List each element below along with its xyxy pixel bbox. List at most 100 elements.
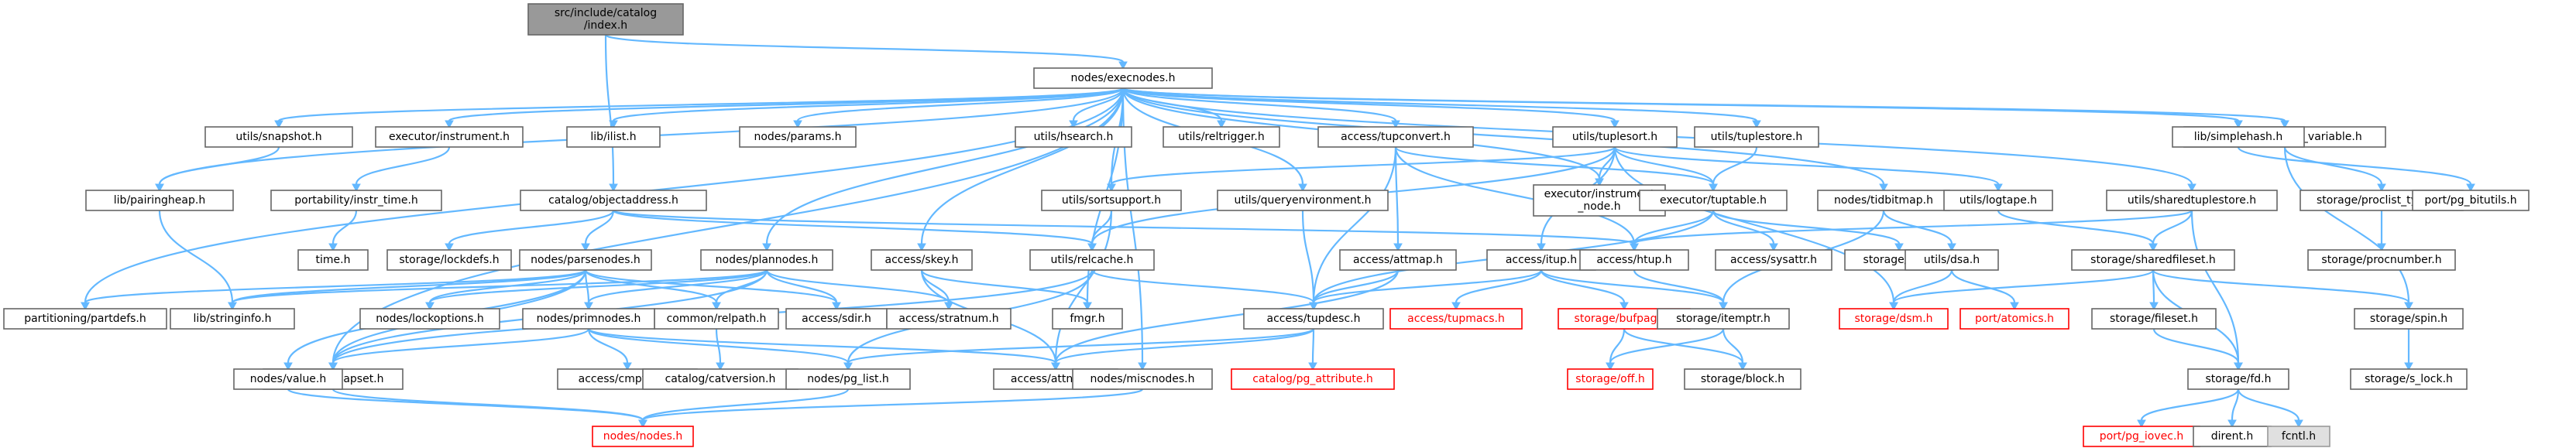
node-box	[1817, 190, 1950, 211]
node-off[interactable]: storage/off.h	[1567, 368, 1654, 390]
node-stratnum[interactable]: access/stratnum.h	[886, 308, 1012, 330]
node-queryenv[interactable]: utils/queryenvironment.h	[1217, 190, 1389, 211]
edge-arrowhead-dsa-to-atomics	[2010, 302, 2019, 311]
node-label: utils/snapshot.h	[235, 131, 321, 143]
node-tuplesort[interactable]: utils/tuplesort.h	[1552, 126, 1678, 148]
edge-arrowhead-execnodes-to-params	[793, 120, 802, 129]
node-pg-iovec[interactable]: port/pg_iovec.h	[2083, 426, 2200, 447]
node-params[interactable]: nodes/params.h	[739, 126, 857, 148]
node-pg-list[interactable]: nodes/pg_list.h	[785, 368, 911, 390]
node-skey[interactable]: access/skey.h	[871, 249, 973, 271]
node-logtape[interactable]: utils/logtape.h	[1943, 190, 2053, 211]
node-label: storage/s_lock.h	[2365, 373, 2453, 385]
node-dirent[interactable]: dirent.h	[2193, 426, 2272, 447]
node-attmap[interactable]: access/attmap.h	[1339, 249, 1457, 271]
node-partdefs[interactable]: partitioning/partdefs.h	[3, 308, 167, 330]
node-execnodes[interactable]: nodes/execnodes.h	[1033, 67, 1213, 89]
node-label: storage/itemptr.h	[1676, 313, 1771, 325]
node-pg-bitutils[interactable]: port/pg_bitutils.h	[2412, 190, 2530, 211]
node-dsa[interactable]: utils/dsa.h	[1905, 249, 1999, 271]
edge-objectaddress-to-htup	[612, 209, 1636, 245]
edge-arrowhead-primnodes-to-cmptype	[623, 362, 632, 371]
node-dsm[interactable]: storage/dsm.h	[1839, 308, 1949, 330]
node-time[interactable]: time.h	[297, 249, 369, 271]
node-box	[1243, 308, 1384, 330]
node-box	[2354, 308, 2464, 330]
edge-arrowhead-sharedfileset-to-dsm	[1889, 302, 1898, 311]
node-block[interactable]: storage/block.h	[1684, 368, 1801, 390]
node-sysattr[interactable]: access/sysattr.h	[1715, 249, 1832, 271]
node-box	[3, 308, 167, 330]
node-sortsupport[interactable]: utils/sortsupport.h	[1041, 190, 1182, 211]
node-plannodes[interactable]: nodes/plannodes.h	[700, 249, 833, 271]
node-relpath[interactable]: common/relpath.h	[654, 308, 779, 330]
node-objectaddress[interactable]: catalog/objectaddress.h	[520, 190, 707, 211]
node-fd[interactable]: storage/fd.h	[2187, 368, 2289, 390]
node-catversion[interactable]: catalog/catversion.h	[642, 368, 799, 390]
node-value[interactable]: nodes/value.h	[233, 368, 343, 390]
node-label: nodes/parsenodes.h	[531, 254, 641, 266]
node-reltrigger[interactable]: utils/reltrigger.h	[1163, 126, 1280, 148]
node-atomics[interactable]: port/atomics.h	[1959, 308, 2069, 330]
edge-tuplesort-to-tuptable	[1613, 146, 1715, 185]
edge-attmap-to-tupdesc	[1312, 269, 1400, 303]
edge-fd-to-pg-iovec	[2140, 388, 2240, 421]
node-spin[interactable]: storage/spin.h	[2354, 308, 2464, 330]
node-tupconvert[interactable]: access/tupconvert.h	[1317, 126, 1474, 148]
node-s-lock[interactable]: storage/s_lock.h	[2350, 368, 2468, 390]
node-lockoptions[interactable]: nodes/lockoptions.h	[359, 308, 500, 330]
node-procnumber[interactable]: storage/procnumber.h	[2307, 249, 2456, 271]
node-relcache[interactable]: utils/relcache.h	[1029, 249, 1155, 271]
edge-arrowhead-primnodes-to-bitmapset	[328, 362, 338, 371]
node-parsenodes[interactable]: nodes/parsenodes.h	[519, 249, 652, 271]
node-ilist[interactable]: lib/ilist.h	[566, 126, 661, 148]
edge-sharedtuplestore-to-fd	[2190, 210, 2240, 364]
edge-arrowhead-fd-to-fcntl	[2294, 419, 2303, 429]
node-label: utils/dsa.h	[1924, 254, 1980, 266]
node-tupmacs[interactable]: access/tupmacs.h	[1389, 308, 1523, 330]
node-nodes[interactable]: nodes/nodes.h	[592, 426, 694, 447]
edge-arrowhead-sortsupport-to-relcache	[1087, 243, 1097, 252]
node-sharedfileset[interactable]: storage/sharedfileset.h	[2071, 249, 2235, 271]
edge-miscnodes-to-nodes	[641, 388, 1144, 422]
node-instrument[interactable]: executor/instrument.h	[375, 126, 524, 148]
node-hsearch[interactable]: utils/hsearch.h	[1015, 126, 1132, 148]
edge-sharedfileset-to-spin	[2152, 268, 2410, 304]
node-miscnodes[interactable]: nodes/miscnodes.h	[1072, 368, 1213, 390]
node-primnodes[interactable]: nodes/primnodes.h	[522, 308, 655, 330]
node-stringinfo[interactable]: lib/stringinfo.h	[170, 308, 295, 330]
node-sdir[interactable]: access/sdir.h	[785, 308, 888, 330]
edge-bitmapset-to-nodes	[331, 388, 644, 422]
node-tupdesc[interactable]: access/tupdesc.h	[1243, 308, 1384, 330]
node-bufpage[interactable]: storage/bufpage.h	[1558, 308, 1691, 330]
node-htup[interactable]: access/htup.h	[1579, 249, 1689, 271]
node-itup[interactable]: access/itup.h	[1486, 249, 1596, 271]
edge-arrowhead-fd-to-pg-iovec	[2137, 419, 2146, 429]
node-tuplestore[interactable]: utils/tuplestore.h	[1694, 126, 1819, 148]
node-instrument-node[interactable]: executor/instrument_node.h	[1533, 184, 1666, 217]
node-fcntl[interactable]: fcntl.h	[2267, 426, 2330, 447]
node-fileset[interactable]: storage/fileset.h	[2091, 308, 2217, 330]
node-fmgr[interactable]: fmgr.h	[1052, 308, 1123, 330]
node-tuptable[interactable]: executor/tuptable.h	[1639, 190, 1788, 211]
edge-tuplestore-to-tuptable	[1712, 146, 1758, 185]
node-instr-time[interactable]: portability/instr_time.h	[270, 190, 442, 211]
edge-simplehash-to-pg-bitutils	[2237, 146, 2472, 185]
node-lockdefs[interactable]: storage/lockdefs.h	[386, 249, 512, 271]
node-pairingheap[interactable]: lib/pairingheap.h	[85, 190, 234, 211]
node-simplehash[interactable]: lib/simplehash.h	[2172, 126, 2305, 148]
edge-sharedtuplestore-to-htup	[1633, 209, 2193, 245]
node-tidbitmap[interactable]: nodes/tidbitmap.h	[1817, 190, 1950, 211]
node-itemptr[interactable]: storage/itemptr.h	[1657, 308, 1790, 330]
edge-itemptr-to-off	[1609, 328, 1725, 364]
node-root[interactable]: src/include/catalog/index.h	[527, 3, 684, 36]
edge-skey-to-fmgr	[920, 269, 1089, 303]
node-sharedtuplestore[interactable]: utils/sharedtuplestore.h	[2106, 190, 2278, 211]
node-box	[1486, 249, 1596, 271]
node-snapshot[interactable]: utils/snapshot.h	[204, 126, 353, 148]
edge-arrowhead-snapshot-to-pairingheap	[155, 183, 164, 193]
node-label: nodes/lockoptions.h	[376, 313, 484, 325]
edge-arrowhead-tupconvert-to-attmap	[1393, 243, 1403, 252]
node-pg-attribute[interactable]: catalog/pg_attribute.h	[1231, 368, 1395, 390]
